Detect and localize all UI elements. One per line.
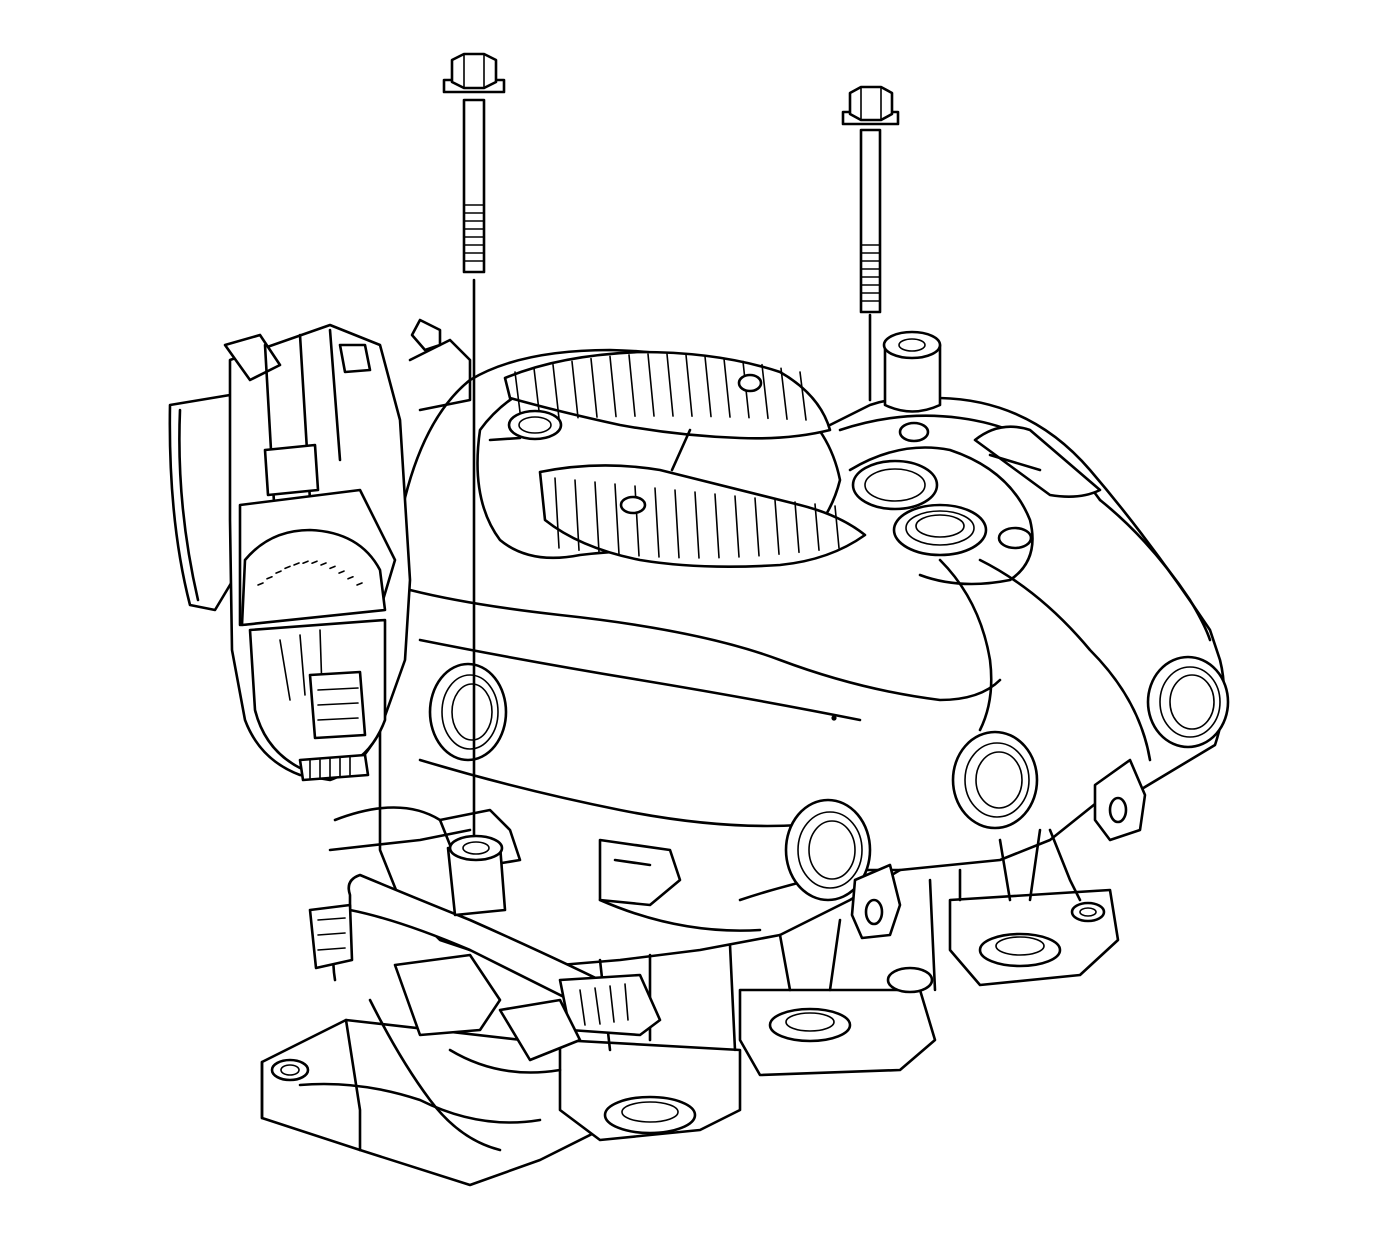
molded-mark bbox=[266, 576, 273, 580]
cover-rib bbox=[571, 360, 579, 419]
cover-rib bbox=[704, 355, 712, 418]
cover-rib bbox=[780, 367, 788, 420]
cover-rib bbox=[514, 371, 522, 421]
runner-port-4 bbox=[428, 662, 508, 762]
cover-rib bbox=[590, 357, 598, 418]
cover-rib bbox=[723, 357, 731, 418]
cover-rib bbox=[647, 353, 655, 417]
cover-rib bbox=[734, 495, 740, 558]
bolt-right bbox=[841, 85, 900, 402]
cover-rib bbox=[754, 497, 760, 557]
molded-mark bbox=[293, 562, 300, 566]
cover-rib bbox=[614, 483, 620, 556]
cover-rib bbox=[574, 479, 580, 552]
molded-mark bbox=[338, 570, 345, 574]
cover-rib bbox=[774, 499, 780, 556]
cover-rib bbox=[674, 489, 680, 559]
cover-rib bbox=[554, 477, 560, 549]
molded-mark bbox=[257, 582, 264, 586]
cover-rib bbox=[685, 354, 693, 417]
manifold-ribbed-cover bbox=[488, 350, 867, 568]
bolt-left bbox=[442, 52, 506, 847]
runner-port-1 bbox=[1146, 655, 1230, 749]
molded-mark bbox=[275, 570, 282, 574]
cover-rib bbox=[694, 491, 700, 559]
cover-rib bbox=[834, 505, 840, 549]
cover-rib bbox=[628, 354, 636, 417]
cover-rib bbox=[552, 363, 560, 420]
molded-mark bbox=[284, 565, 291, 570]
cover-rib bbox=[814, 503, 820, 552]
intake-runner-ports bbox=[428, 655, 1230, 940]
molded-mark bbox=[356, 582, 363, 586]
molded-mark bbox=[320, 562, 327, 566]
cover-rib bbox=[794, 501, 800, 554]
cover-rib bbox=[654, 487, 660, 558]
cover-rib bbox=[609, 355, 617, 418]
molded-mark bbox=[347, 576, 354, 580]
cover-rib bbox=[714, 493, 720, 559]
cover-rib bbox=[594, 481, 600, 554]
cover-rib bbox=[761, 363, 769, 420]
runner-port-2 bbox=[951, 730, 1039, 830]
throttle-body bbox=[168, 318, 472, 782]
molded-mark bbox=[302, 560, 309, 565]
molded-mark bbox=[329, 565, 336, 570]
bolt-left-hole bbox=[446, 834, 507, 917]
cover-rib bbox=[799, 371, 807, 421]
manifold-right-bosses bbox=[851, 330, 1102, 557]
manifold-lower-flange bbox=[260, 888, 1120, 1187]
cover-rib bbox=[666, 353, 674, 417]
molded-mark bbox=[311, 560, 318, 565]
runner-port-3 bbox=[784, 798, 872, 902]
